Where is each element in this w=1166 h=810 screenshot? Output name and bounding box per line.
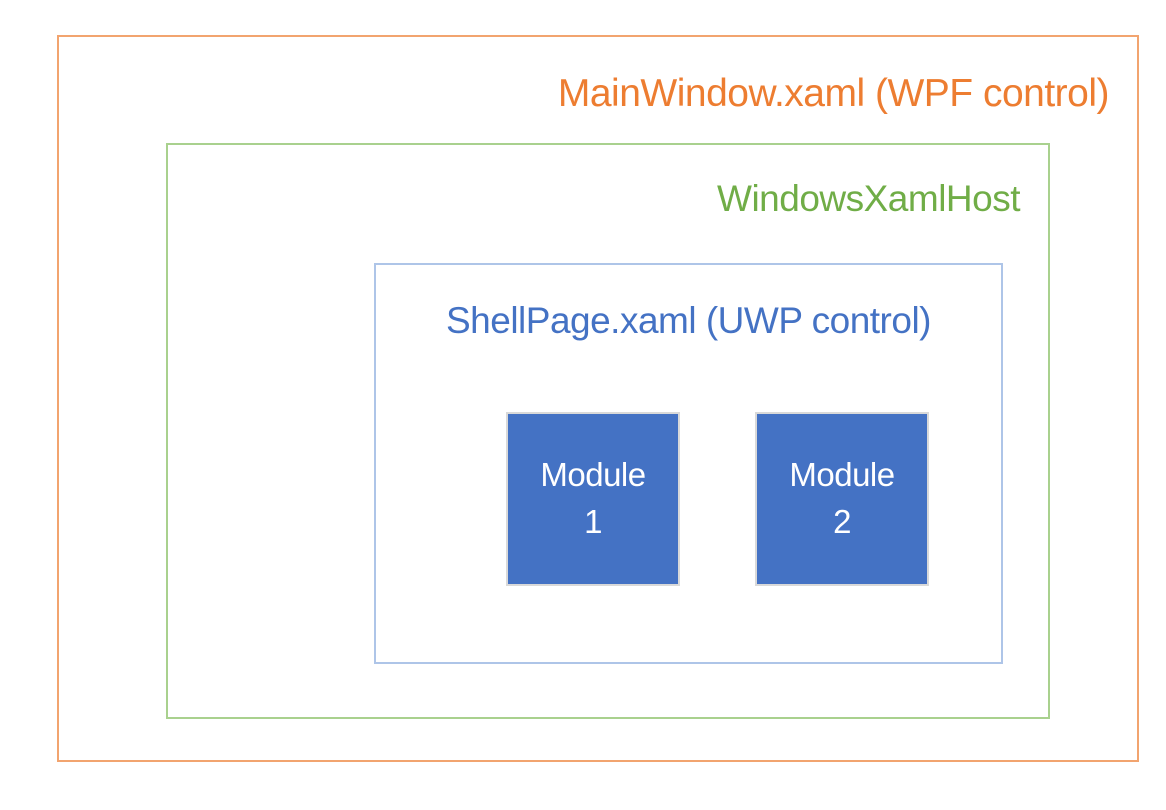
module-2-label-line2: 2: [833, 503, 851, 540]
shellpage-label: ShellPage.xaml (UWP control): [446, 300, 932, 341]
windowsxamlhost-box: WindowsXamlHost ShellPage.xaml (UWP cont…: [166, 143, 1050, 719]
shellpage-uwp-box: ShellPage.xaml (UWP control) Module 1 Mo…: [374, 263, 1003, 664]
mainwindow-label: MainWindow.xaml (WPF control): [557, 72, 1110, 115]
module-1-label-line2: 1: [584, 503, 602, 540]
module-1-box: Module 1: [506, 412, 680, 586]
windowsxamlhost-label: WindowsXamlHost: [717, 178, 1020, 219]
module-1-label-line1: Module: [540, 456, 646, 494]
module-2-box: Module 2: [755, 412, 929, 586]
module-2-label-line1: Module: [789, 456, 895, 494]
mainwindow-wpf-box: MainWindow.xaml (WPF control) WindowsXam…: [57, 35, 1139, 762]
